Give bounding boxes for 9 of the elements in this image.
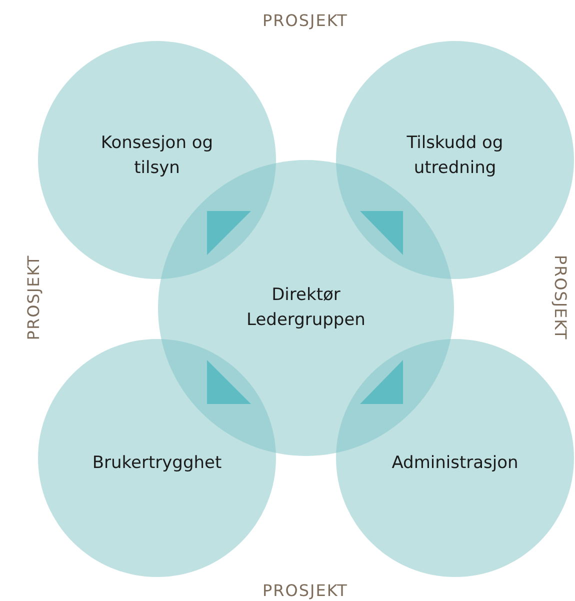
side-label: PROSJEKT [24, 254, 43, 340]
circle-label: Direktør Ledergruppen [246, 284, 366, 332]
side-label: PROSJEKT [262, 580, 348, 600]
side-label: PROSJEKT [262, 10, 348, 30]
circle-label: Tilskudd og utredning [406, 132, 504, 180]
side-label: PROSJEKT [550, 254, 570, 340]
circle-label: Administrasjon [390, 452, 520, 475]
circle-label: Brukertrygghet [91, 452, 223, 475]
circle-label: Konsesjon og tilsyn [100, 132, 214, 180]
